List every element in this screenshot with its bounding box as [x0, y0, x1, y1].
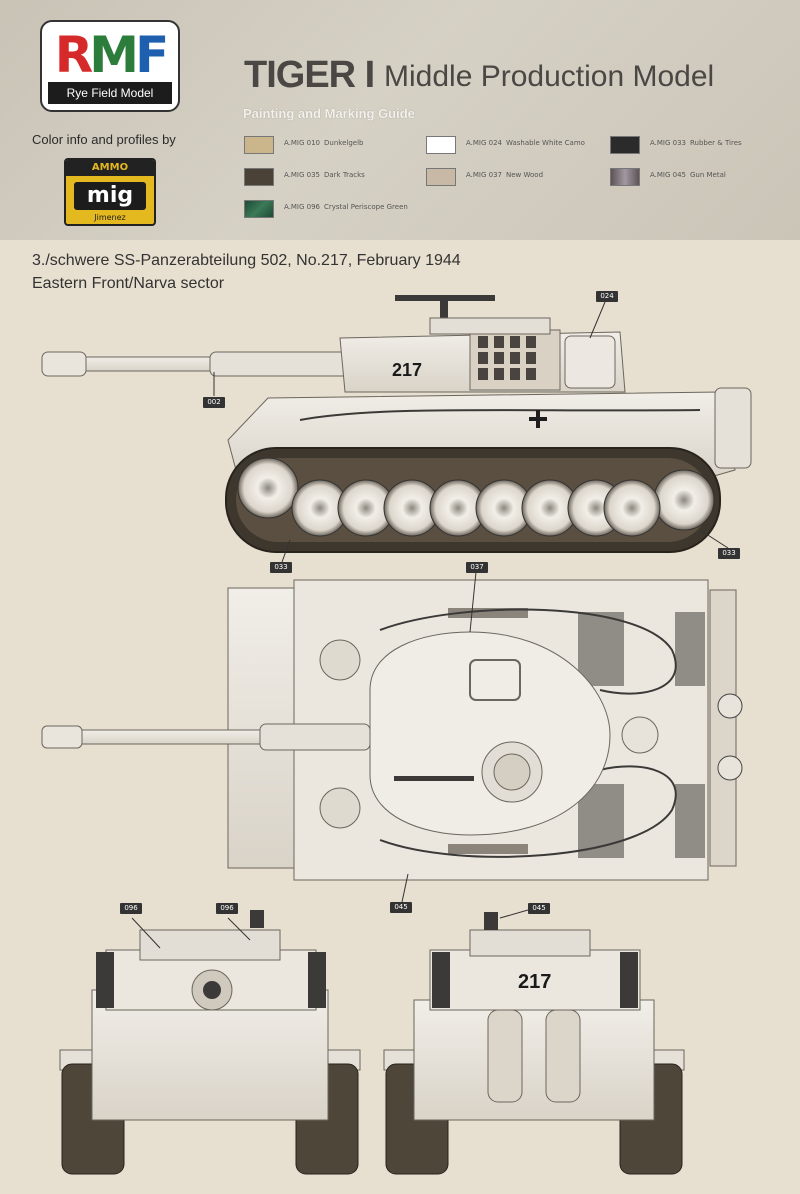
- swatch-010: [244, 136, 274, 154]
- swatch-name: Dunkelgelb: [324, 139, 364, 147]
- swatch-name: Rubber & Tires: [690, 139, 742, 147]
- ammo-mig-logo: AMMO mig Jimenez: [64, 158, 156, 226]
- swatch-code: A.MIG 024: [466, 139, 503, 147]
- color-row-045: A.MIG 045 Gun Metal: [610, 168, 780, 188]
- color-row-035: A.MIG 035 Dark Tracks: [244, 168, 414, 188]
- color-row-010: A.MIG 010 Dunkelgelb: [244, 136, 414, 156]
- swatch-code: A.MIG 010: [284, 139, 321, 147]
- swatch-name: Gun Metal: [690, 171, 726, 179]
- swatch-code: A.MIG 096: [284, 203, 321, 211]
- top-view: [41, 571, 743, 903]
- swatch-096: [244, 200, 274, 218]
- swatch-name: New Wood: [506, 171, 544, 179]
- mig-word: mig: [74, 182, 146, 210]
- swatch-name: Dark Tracks: [324, 171, 365, 179]
- rear-view: [383, 909, 685, 1175]
- logo-subtitle: Rye Field Model: [48, 82, 172, 104]
- side-tank-number: 217: [392, 360, 422, 380]
- swatch-code: A.MIG 035: [284, 171, 321, 179]
- callout-045-top: 045: [390, 902, 412, 913]
- callout-096-right: 096: [216, 903, 238, 914]
- side-view: [41, 295, 752, 563]
- callout-096-left: 096: [120, 903, 142, 914]
- swatch-code: A.MIG 045: [650, 171, 687, 179]
- swatch-024: [426, 136, 456, 154]
- callout-002: 002: [203, 397, 225, 408]
- logo-letters: RMF: [54, 26, 169, 84]
- callout-024: 024: [596, 291, 618, 302]
- title-subtitle: Middle Production Model: [384, 60, 715, 93]
- color-row-096: A.MIG 096 Crystal Periscope Green: [244, 200, 444, 220]
- jimenez-text: Jimenez: [94, 213, 126, 222]
- rear-tank-number: 217: [518, 971, 551, 993]
- swatch-033: [610, 136, 640, 154]
- callout-033-right: 033: [718, 548, 740, 559]
- callout-037: 037: [466, 562, 488, 573]
- callout-033-left: 033: [270, 562, 292, 573]
- color-row-033: A.MIG 033 Rubber & Tires: [610, 136, 780, 156]
- location-caption: Eastern Front/Narva sector: [32, 275, 225, 292]
- unit-caption: 3./schwere SS-Panzerabteilung 502, No.21…: [32, 252, 461, 269]
- swatch-045: [610, 168, 640, 186]
- swatch-037: [426, 168, 456, 186]
- swatch-name: Crystal Periscope Green: [324, 203, 408, 211]
- color-row-024: A.MIG 024 Washable White Camo: [426, 136, 596, 156]
- ammo-banner: AMMO: [66, 160, 154, 176]
- color-info-text: Color info and profiles by: [32, 132, 176, 147]
- guide-title: Painting and Marking Guide: [243, 106, 415, 121]
- swatch-035: [244, 168, 274, 186]
- callout-045-rear: 045: [528, 903, 550, 914]
- color-row-037: A.MIG 037 New Wood: [426, 168, 596, 188]
- rye-field-model-logo: RMF Rye Field Model: [40, 20, 180, 112]
- header-panel: RMF Rye Field Model Color info and profi…: [0, 0, 800, 240]
- swatch-name: Washable White Camo: [506, 139, 585, 147]
- swatch-code: A.MIG 033: [650, 139, 687, 147]
- swatch-code: A.MIG 037: [466, 171, 503, 179]
- front-view: [59, 910, 361, 1175]
- title-tiger: TIGER I: [244, 54, 375, 96]
